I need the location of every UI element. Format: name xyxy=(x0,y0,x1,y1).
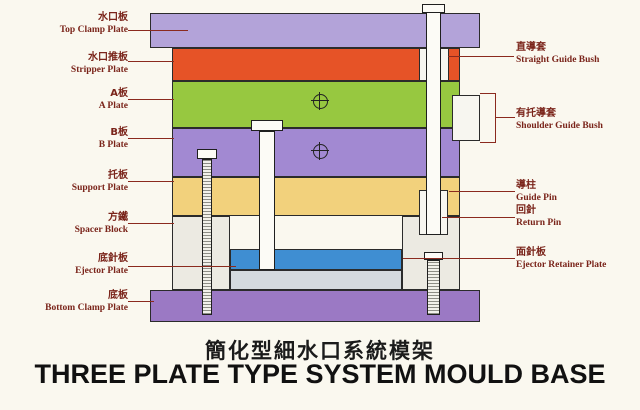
label-a-plate: A板 A Plate xyxy=(4,88,128,112)
screw-crosshair-icon xyxy=(311,92,329,110)
spacer-block-left xyxy=(172,216,230,290)
stripper-plate xyxy=(172,48,460,81)
top-clamp-plate xyxy=(150,13,480,48)
return-pin xyxy=(427,260,440,315)
label-en: Guide Pin xyxy=(516,193,557,203)
leader-line xyxy=(128,223,174,224)
label-en: B Plate xyxy=(98,140,128,150)
ejector-retainer-plate xyxy=(230,249,402,270)
label-straight-guide-bush: 直導套 Straight Guide Bush xyxy=(516,42,638,66)
label-zh: 底針板 xyxy=(98,253,128,264)
label-support-plate: 托板 Support Plate xyxy=(4,170,128,194)
label-zh: 回針 xyxy=(516,205,536,216)
label-en: A Plate xyxy=(98,101,128,111)
center-guide-pin xyxy=(259,131,275,270)
label-en: Ejector Retainer Plate xyxy=(516,260,607,270)
leader-line xyxy=(128,138,174,139)
label-top-clamp-plate: 水口板 Top Clamp Plate xyxy=(4,12,128,36)
leader-line xyxy=(128,30,188,31)
label-zh: 水口板 xyxy=(98,12,128,23)
label-zh: B板 xyxy=(110,127,128,138)
bracket-line xyxy=(480,93,496,94)
leader-line xyxy=(128,266,236,267)
label-ejector-plate: 底針板 Ejector Plate xyxy=(4,253,128,277)
label-zh: 導柱 xyxy=(516,180,536,191)
label-zh: 直導套 xyxy=(516,42,546,53)
support-screw xyxy=(202,159,212,315)
leader-line xyxy=(495,117,515,118)
leader-line xyxy=(449,191,515,192)
label-en: Shoulder Guide Bush xyxy=(516,121,603,131)
leader-line xyxy=(448,56,514,57)
leader-line xyxy=(128,61,174,62)
label-return-pin: 回針 Return Pin xyxy=(516,205,638,229)
leader-line xyxy=(403,258,515,259)
leader-line xyxy=(128,99,174,100)
label-en: Stripper Plate xyxy=(70,65,128,75)
bracket-line xyxy=(480,142,496,143)
label-en: Ejector Plate xyxy=(75,266,128,276)
label-ejector-retainer-plate: 面針板 Ejector Retainer Plate xyxy=(516,247,638,271)
label-en: Spacer Block xyxy=(74,225,128,235)
title-english: THREE PLATE TYPE SYSTEM MOULD BASE xyxy=(34,359,606,389)
label-stripper-plate: 水口推板 Stripper Plate xyxy=(4,52,128,76)
label-zh: 方鐵 xyxy=(108,212,128,223)
label-zh: 有托導套 xyxy=(516,108,556,119)
leader-line xyxy=(442,217,515,218)
label-zh: 面針板 xyxy=(516,247,546,258)
guide-pin xyxy=(426,12,441,235)
support-plate xyxy=(172,177,460,216)
label-spacer-block: 方鐵 Spacer Block xyxy=(4,212,128,236)
label-zh: 水口推板 xyxy=(88,52,128,63)
label-zh: A板 xyxy=(110,88,128,99)
label-guide-pin: 導柱 Guide Pin xyxy=(516,180,638,204)
label-shoulder-guide-bush: 有托導套 Shoulder Guide Bush xyxy=(516,108,638,132)
label-b-plate: B板 B Plate xyxy=(4,127,128,151)
leader-line xyxy=(128,181,174,182)
bracket-line xyxy=(495,93,496,143)
label-zh: 底板 xyxy=(108,290,128,301)
leader-line xyxy=(128,301,154,302)
shoulder-guide-bush xyxy=(452,95,480,141)
label-zh: 托板 xyxy=(108,170,128,181)
label-en: Bottom Clamp Plate xyxy=(45,303,128,313)
label-en: Top Clamp Plate xyxy=(59,25,128,35)
ejector-plate xyxy=(230,270,402,290)
label-en: Support Plate xyxy=(71,183,128,193)
screw-crosshair-icon xyxy=(311,142,329,160)
return-pin-head xyxy=(424,252,443,260)
label-en: Return Pin xyxy=(516,218,562,228)
title-chinese: 簡化型細水口系統模架 xyxy=(205,339,435,363)
center-guide-pin-flange xyxy=(251,120,283,131)
label-bottom-clamp-plate: 底板 Bottom Clamp Plate xyxy=(4,290,128,314)
support-screw-head xyxy=(197,149,217,159)
label-en: Straight Guide Bush xyxy=(516,55,600,65)
